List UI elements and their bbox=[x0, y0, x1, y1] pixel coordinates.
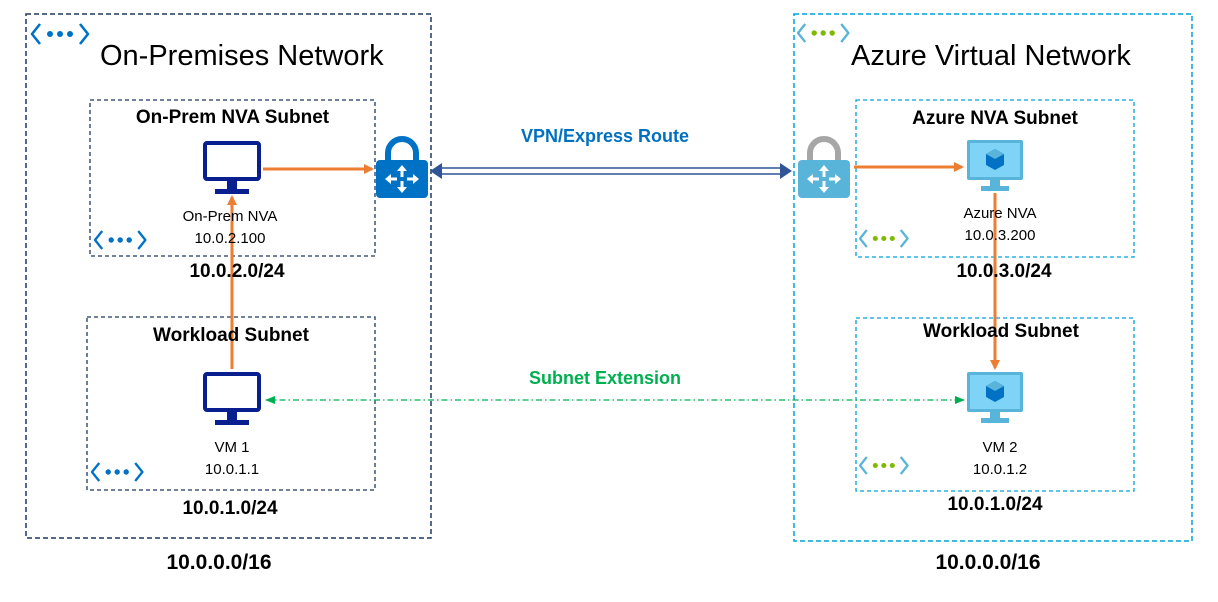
azure-network-vnet-icon bbox=[796, 23, 850, 43]
vm2-label: VM 2 10.0.1.2 bbox=[910, 437, 1090, 481]
onprem-workload-subnet-vnet-icon bbox=[90, 462, 144, 482]
onprem-vpn-gateway-icon bbox=[376, 136, 428, 198]
onprem-nva-name: On-Prem NVA bbox=[182, 208, 278, 225]
onprem-network-title: On-Premises Network bbox=[100, 40, 384, 72]
azure-nva-subnet-title: Azure NVA Subnet bbox=[912, 108, 1078, 129]
azure-address-space: 10.0.0.0/16 bbox=[935, 551, 1041, 574]
vpn-express-route-connector bbox=[430, 163, 792, 179]
azure-nva-subnet-vnet-icon bbox=[858, 229, 909, 248]
onprem-network-vnet-icon bbox=[30, 23, 90, 45]
onprem-nva-monitor-icon bbox=[203, 141, 261, 194]
azure-workload-subnet-title: Workload Subnet bbox=[923, 321, 1079, 342]
azure-workload-subnet-vnet-icon bbox=[858, 456, 909, 475]
azure-nva-label: Azure NVA 10.0.3.200 bbox=[910, 203, 1090, 247]
azure-vpn-gateway-icon bbox=[798, 136, 850, 198]
vm2-name: VM 2 bbox=[982, 439, 1018, 456]
onprem-nva-subnet-title: On-Prem NVA Subnet bbox=[135, 107, 330, 128]
vm2-azure-vm-icon bbox=[967, 372, 1023, 423]
onprem-workload-subnet-title: Workload Subnet bbox=[153, 325, 309, 346]
azure-nva-ip: 10.0.3.200 bbox=[964, 227, 1036, 244]
vm1-name: VM 1 bbox=[214, 439, 250, 456]
azure-nva-name: Azure NVA bbox=[963, 205, 1037, 222]
onprem-workload-subnet-cidr: 10.0.1.0/24 bbox=[182, 498, 278, 519]
onprem-nva-subnet-cidr: 10.0.2.0/24 bbox=[189, 261, 285, 282]
subnet-extension-label: Subnet Extension bbox=[529, 368, 682, 388]
vpn-express-route-label: VPN/Express Route bbox=[521, 126, 690, 146]
vm1-ip: 10.0.1.1 bbox=[204, 461, 260, 478]
azure-workload-subnet-cidr: 10.0.1.0/24 bbox=[947, 494, 1043, 515]
vm1-label: VM 1 10.0.1.1 bbox=[142, 437, 322, 481]
azure-network-box bbox=[793, 13, 1193, 542]
onprem-address-space: 10.0.0.0/16 bbox=[166, 551, 272, 574]
vm2-ip: 10.0.1.2 bbox=[972, 461, 1028, 478]
azure-network-title: Azure Virtual Network bbox=[851, 40, 1131, 72]
onprem-nva-label: On-Prem NVA 10.0.2.100 bbox=[140, 206, 320, 250]
onprem-nva-subnet-vnet-icon bbox=[93, 230, 147, 250]
onprem-network-box bbox=[25, 13, 432, 539]
vm1-monitor-icon bbox=[203, 372, 261, 425]
onprem-nva-ip: 10.0.2.100 bbox=[194, 230, 266, 247]
azure-nva-subnet-cidr: 10.0.3.0/24 bbox=[956, 261, 1052, 282]
azure-nva-vm-icon bbox=[967, 140, 1023, 191]
azure-workload-subnet-box bbox=[855, 317, 1135, 492]
